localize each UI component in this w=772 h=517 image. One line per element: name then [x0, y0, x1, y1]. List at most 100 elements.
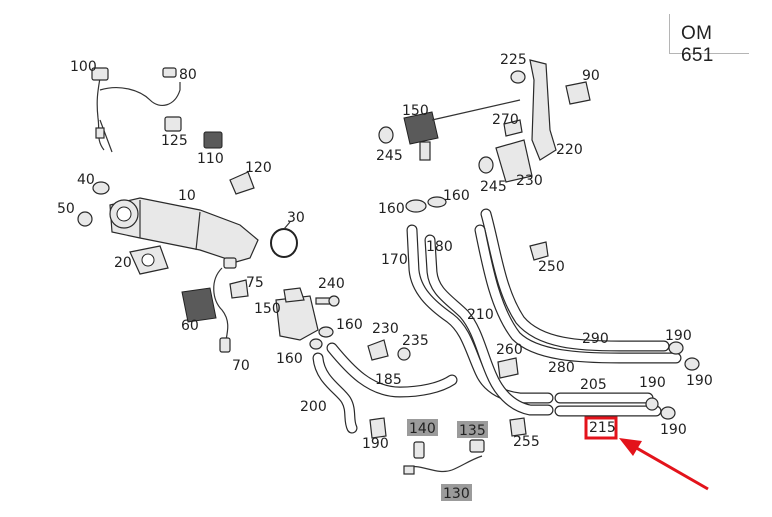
label-280: 280 — [548, 360, 575, 376]
label-200: 200 — [300, 399, 327, 415]
grommet-245-b — [478, 156, 494, 174]
label-80: 80 — [179, 67, 197, 83]
label-135: 135 — [459, 423, 486, 439]
label-120: 120 — [245, 160, 272, 176]
label-220: 220 — [556, 142, 583, 158]
label-290: 290 — [582, 331, 609, 347]
label-75: 75 — [246, 275, 264, 291]
part-90 — [565, 81, 591, 105]
label-150-lower: 150 — [254, 301, 281, 317]
module-60 — [181, 287, 217, 323]
label-90: 90 — [582, 68, 600, 84]
label-160-b: 160 — [276, 351, 303, 367]
clamp-160-b — [309, 338, 323, 350]
engine-model-label: OM 651 — [681, 23, 714, 66]
label-10: 10 — [178, 188, 196, 204]
label-60: 60 — [181, 318, 199, 334]
clamp-160-a — [318, 326, 334, 338]
clamp-160-c — [405, 199, 427, 213]
label-210: 210 — [467, 307, 494, 323]
grommet-225 — [510, 70, 526, 84]
clip-250 — [529, 241, 549, 261]
clip-190-lower — [369, 417, 387, 439]
label-190-a: 190 — [665, 328, 692, 344]
label-150-upper: 150 — [402, 103, 429, 119]
egr-cooler-10 — [109, 197, 259, 263]
label-205: 205 — [580, 377, 607, 393]
part-70 — [219, 337, 231, 353]
label-235: 235 — [402, 333, 429, 349]
label-225: 225 — [500, 52, 527, 68]
label-180: 180 — [426, 239, 453, 255]
label-130: 130 — [443, 486, 470, 502]
label-215: 215 — [589, 420, 616, 436]
part-140 — [413, 441, 425, 459]
highlight-215: 215 — [584, 416, 709, 491]
nut-235 — [397, 347, 411, 361]
clamp-190-a — [668, 341, 684, 355]
sensor-probe — [99, 119, 113, 153]
label-110: 110 — [197, 151, 224, 167]
grey-labels: 140 135 130 — [407, 419, 488, 502]
bracket-220 — [529, 59, 557, 161]
label-270: 270 — [492, 112, 519, 128]
highlight-arrow-head — [619, 438, 642, 456]
part-labels: 100 80 125 110 120 40 10 50 30 20 75 60 … — [57, 52, 713, 452]
label-170: 170 — [381, 252, 408, 268]
label-250: 250 — [538, 259, 565, 275]
nut-40 — [92, 181, 110, 195]
label-125: 125 — [161, 133, 188, 149]
label-260: 260 — [496, 342, 523, 358]
sensor-wire — [96, 77, 181, 151]
valve-150-lower — [275, 295, 319, 341]
label-160-d: 160 — [443, 188, 470, 204]
label-190-d: 190 — [660, 422, 687, 438]
wire-130 — [403, 455, 483, 472]
wire-75 — [213, 267, 229, 341]
clip-75 — [229, 279, 249, 299]
bracket-230-lower — [367, 339, 389, 361]
clamp-160-d — [427, 196, 447, 208]
engine-model-box: OM 651 — [669, 14, 749, 66]
grommet-245-a — [378, 126, 394, 144]
sensor-50 — [77, 211, 93, 227]
label-100: 100 — [70, 59, 97, 75]
label-255: 255 — [513, 434, 540, 450]
label-160-a: 160 — [336, 317, 363, 333]
part-270 — [503, 119, 523, 137]
clamp-190-c — [645, 397, 659, 411]
clamp-190-d — [660, 406, 676, 420]
bracket-230-upper — [495, 139, 533, 183]
label-230-upper: 230 — [516, 173, 543, 189]
label-50: 50 — [57, 201, 75, 217]
label-20: 20 — [114, 255, 132, 271]
part-125 — [164, 116, 182, 132]
connector-100 — [91, 67, 109, 81]
part-135 — [469, 439, 485, 453]
highlight-box — [584, 416, 618, 440]
clip-260 — [497, 357, 519, 379]
part-120 — [229, 171, 255, 195]
label-30: 30 — [287, 210, 305, 226]
label-190-c: 190 — [639, 375, 666, 391]
part-110 — [203, 131, 223, 149]
label-190-b: 190 — [686, 373, 713, 389]
label-185: 185 — [375, 372, 402, 388]
label-245-a: 245 — [376, 148, 403, 164]
clamp-190-b — [684, 357, 700, 371]
clip-255 — [509, 417, 527, 437]
connector-80 — [162, 67, 177, 78]
label-230-lower: 230 — [372, 321, 399, 337]
clamp-30 — [270, 228, 298, 258]
label-245-b: 245 — [480, 179, 507, 195]
label-70: 70 — [232, 358, 250, 374]
label-190-lower: 190 — [362, 436, 389, 452]
label-240: 240 — [318, 276, 345, 292]
label-40: 40 — [77, 172, 95, 188]
valve-150-upper — [403, 111, 439, 145]
label-140: 140 — [409, 421, 436, 437]
label-160-c: 160 — [378, 201, 405, 217]
highlight-arrow-shaft — [632, 444, 709, 491]
